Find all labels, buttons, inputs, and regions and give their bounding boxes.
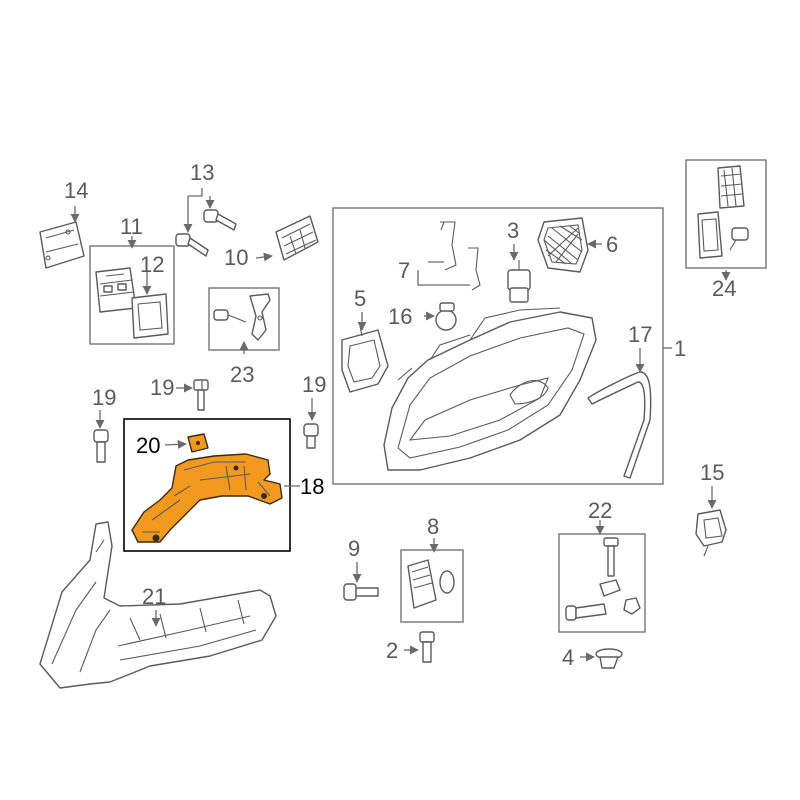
mounting-bracket-18	[131, 453, 283, 543]
callout-10: 10	[224, 245, 248, 270]
bracket-box-18	[123, 418, 291, 552]
bracket-7	[440, 221, 481, 291]
callout-19-left: 19	[92, 385, 116, 410]
highlight-box-18	[123, 418, 291, 552]
adjuster-box-8	[400, 549, 464, 623]
support-21	[39, 521, 277, 689]
headlamp-assembly-group	[332, 207, 664, 485]
clip-4	[595, 648, 623, 669]
control-module-box-11	[89, 245, 175, 345]
bolt-19-left	[93, 429, 109, 463]
callout-11: 11	[120, 214, 143, 239]
callout-9: 9	[348, 536, 360, 561]
seal-strip	[587, 371, 652, 479]
bolt-19-right	[303, 423, 319, 449]
bolt-2	[419, 631, 435, 663]
callout-22: 22	[588, 498, 612, 523]
callout-1: 1	[674, 336, 686, 361]
callout-13: 13	[190, 160, 214, 185]
callout-19-top: 19	[150, 375, 174, 400]
bracket-box-23	[208, 287, 280, 351]
headlamp-housing	[383, 311, 597, 471]
callout-17: 17	[628, 322, 652, 347]
callout-8: 8	[427, 514, 439, 539]
callout-6: 6	[606, 232, 618, 257]
bolt-19-top	[193, 379, 209, 411]
module-box-24	[685, 159, 767, 269]
cover-5	[341, 325, 389, 393]
callout-21: 21	[142, 584, 166, 609]
callout-16: 16	[388, 304, 412, 329]
module-14	[39, 221, 85, 269]
module-10	[275, 215, 319, 261]
headlamp-assembly-box	[332, 207, 664, 485]
bulb-3	[507, 260, 531, 303]
callout-23: 23	[230, 362, 254, 387]
callout-20: 20	[136, 433, 160, 458]
callout-12: 12	[140, 252, 164, 277]
fastener-box-22	[558, 533, 646, 633]
callout-5: 5	[354, 286, 366, 311]
callout-14: 14	[64, 178, 88, 203]
callout-18: 18	[300, 474, 324, 499]
bolt-9	[343, 583, 379, 601]
bulb-16	[435, 302, 457, 331]
cover-6	[537, 217, 589, 273]
callout-3: 3	[507, 218, 519, 243]
callout-19-right: 19	[302, 372, 326, 397]
bolts-13	[175, 209, 237, 257]
callout-15: 15	[700, 460, 724, 485]
callout-2: 2	[386, 638, 398, 663]
socket-15	[695, 509, 727, 557]
callout-4: 4	[562, 645, 574, 670]
callout-7: 7	[398, 258, 410, 283]
callout-24: 24	[712, 276, 736, 301]
